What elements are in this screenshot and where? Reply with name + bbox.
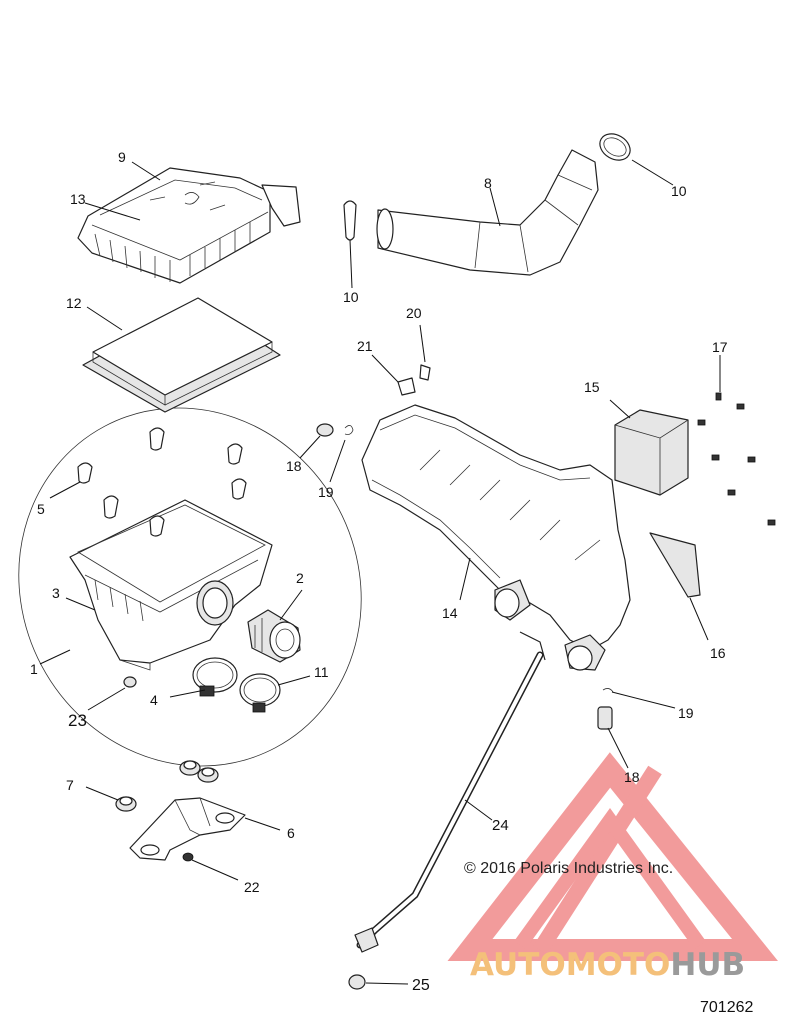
airbox-cover [77,167,301,284]
bolt-22 [182,852,194,862]
watermark-text-part1: AUTOMOTO [470,947,670,983]
air-filter [82,297,281,413]
plug-25 [348,974,366,990]
coupler [247,609,301,663]
label-18-top: 18 [286,458,302,474]
label-15: 15 [584,379,600,395]
foam-pad [649,532,701,598]
label-12: 12 [66,295,82,311]
watermark-logo [447,752,778,961]
hose-clamp-4 [192,657,238,697]
clamp-10-left [343,200,357,241]
leader-lines [39,159,721,985]
label-7: 7 [66,777,74,793]
mounting-bracket [129,797,246,861]
grommets-7 [115,760,219,812]
label-22: 22 [244,879,260,895]
label-3: 3 [52,585,60,601]
label-5: 5 [37,501,45,517]
part-labels: 9 13 12 8 10 10 20 21 17 15 18 19 5 3 2 … [30,149,728,994]
label-1: 1 [30,661,38,677]
screws-17 [697,392,776,526]
clips [77,427,247,537]
label-19-bottom: 19 [678,705,694,721]
label-14: 14 [442,605,458,621]
assembly-outline [18,407,362,767]
watermark-text-part2: HUB [670,947,745,983]
resonator-duct [361,404,631,671]
label-10-right: 10 [671,183,687,199]
label-23: 23 [68,711,87,730]
label-4: 4 [150,692,158,708]
label-18-bottom: 18 [624,769,640,785]
drain-hose [354,631,546,953]
label-13: 13 [70,191,86,207]
nut-23 [123,676,137,688]
hose-clamp-11 [239,673,281,713]
label-8: 8 [484,175,492,191]
small-fittings [316,364,614,730]
label-16: 16 [710,645,726,661]
label-6: 6 [287,825,295,841]
label-21: 21 [357,338,373,354]
label-17: 17 [712,339,728,355]
watermark-text: AUTOMOTOHUB [470,947,745,983]
diagram-number: 701262 [700,999,753,1016]
label-10-left: 10 [343,289,359,305]
label-11: 11 [314,664,329,680]
foam-block [614,409,689,496]
label-2: 2 [296,570,304,586]
label-24: 24 [492,817,509,834]
airbox-base [69,499,273,671]
label-20: 20 [406,305,422,321]
label-9: 9 [118,149,126,165]
intake-hose [376,149,599,276]
label-25: 25 [412,977,430,994]
clamp-10-right [599,133,631,161]
copyright-text: © 2016 Polaris Industries Inc. [464,860,673,877]
label-19-top: 19 [318,484,334,500]
